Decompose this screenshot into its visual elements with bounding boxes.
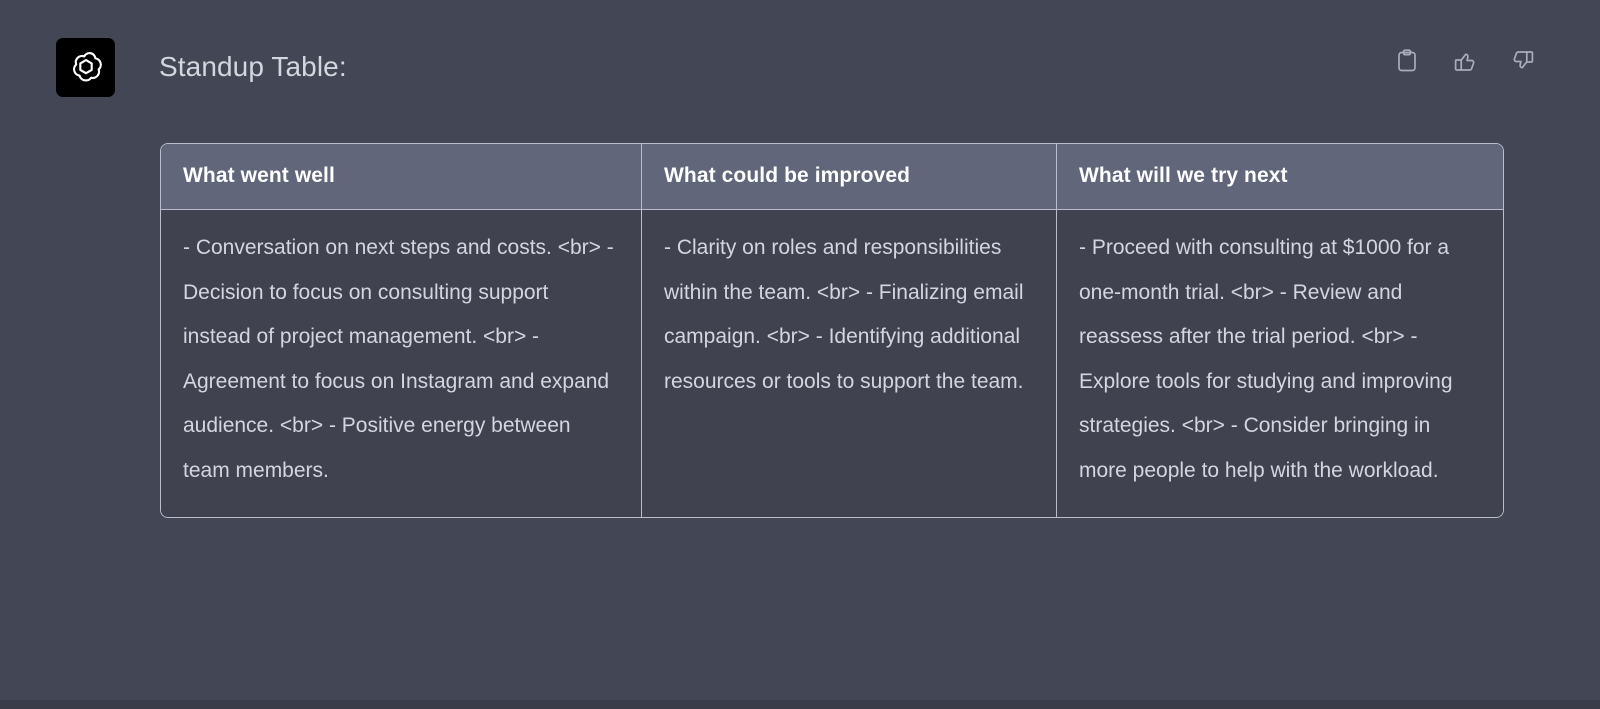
bottom-strip <box>0 700 1600 709</box>
cell-what-could-be-improved: - Clarity on roles and responsibilities … <box>642 210 1057 517</box>
copy-button[interactable] <box>1390 44 1424 78</box>
page-title: Standup Table: <box>159 51 347 82</box>
cell-what-will-we-try-next: - Proceed with consulting at $1000 for a… <box>1057 210 1503 517</box>
column-header-what-went-well: What went well <box>161 144 642 210</box>
table-row: - Conversation on next steps and costs. … <box>161 210 1503 517</box>
table-head: What went well What could be improved Wh… <box>161 144 1503 210</box>
assistant-avatar <box>56 38 115 97</box>
openai-logo-icon <box>67 49 105 87</box>
cell-what-went-well: - Conversation on next steps and costs. … <box>161 210 642 517</box>
clipboard-icon <box>1396 49 1418 73</box>
column-header-what-could-be-improved: What could be improved <box>642 144 1057 210</box>
thumbs-up-button[interactable] <box>1448 44 1482 78</box>
thumbs-down-button[interactable] <box>1506 44 1540 78</box>
message-header: Standup Table: <box>0 0 1600 120</box>
message-actions <box>1390 44 1540 78</box>
table-body: - Conversation on next steps and costs. … <box>161 210 1503 517</box>
table-header-row: What went well What could be improved Wh… <box>161 144 1503 210</box>
thumbs-down-icon <box>1511 49 1535 73</box>
column-header-what-will-we-try-next: What will we try next <box>1057 144 1503 210</box>
standup-table: What went well What could be improved Wh… <box>160 143 1504 518</box>
thumbs-up-icon <box>1453 49 1477 73</box>
standup-table-wrapper: What went well What could be improved Wh… <box>160 143 1504 518</box>
